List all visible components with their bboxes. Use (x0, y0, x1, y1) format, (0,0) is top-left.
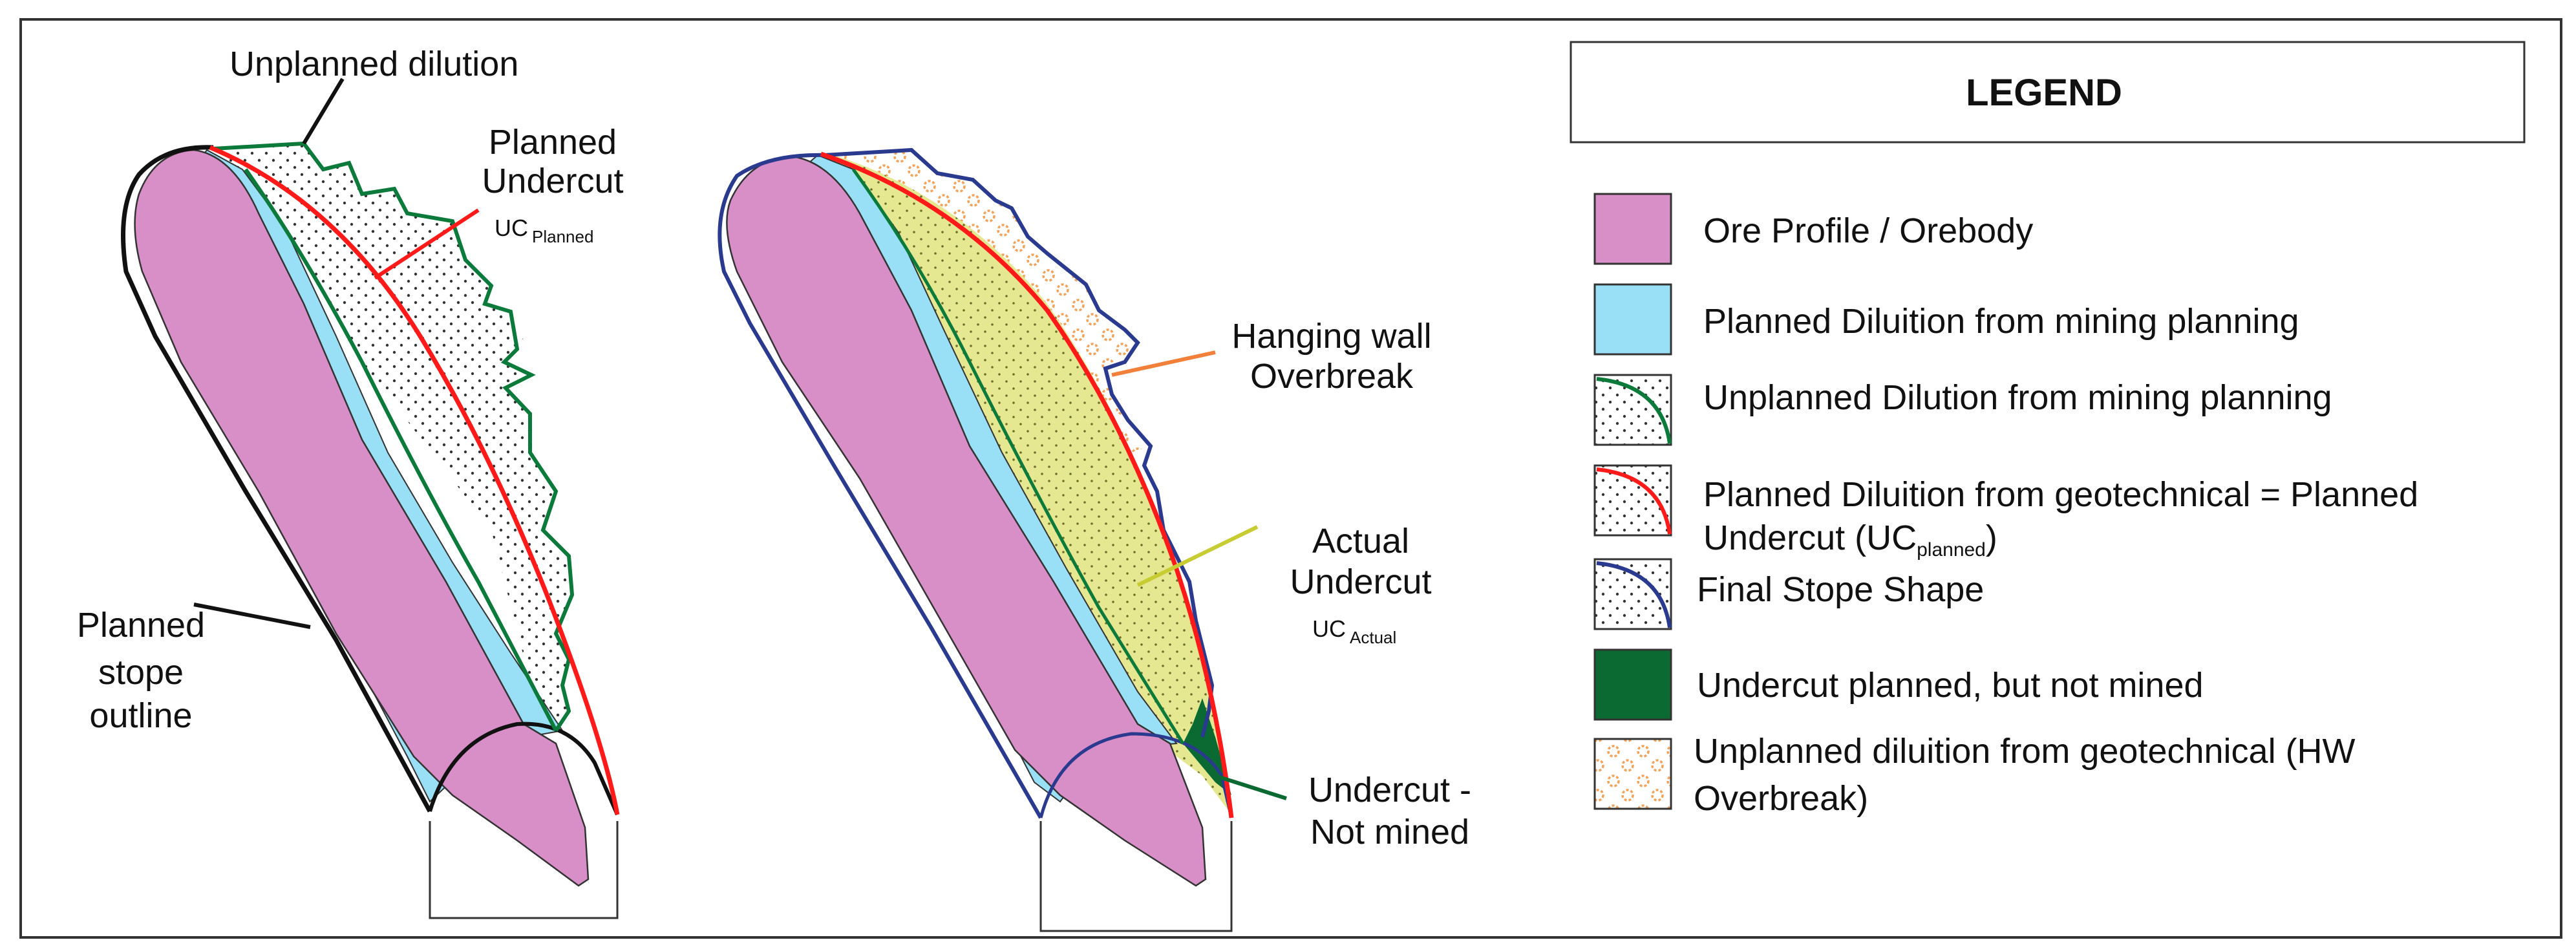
left-unplanned-boundary (213, 141, 575, 732)
left-planned-green-line (244, 168, 558, 732)
right-drive-box (1039, 821, 1233, 932)
legend: LEGEND Ore Profile / Orebody Planned Dil… (1570, 41, 2526, 818)
right-overbreak-area (824, 150, 1151, 453)
left-planned-undercut-line (209, 145, 620, 815)
label-actual-undercut-line1: Actual (1312, 522, 1409, 561)
legend-label-unplanned-dilution: Unplanned Dilution from mining planning (1703, 378, 2332, 417)
label-unplanned-dilution: Unplanned dilution (229, 45, 518, 83)
right-drive-arch (1039, 732, 1233, 818)
actual-stope-diagram: Hanging wall Overbreak Actual Undercut U… (718, 147, 1471, 932)
label-stope-outline-line3: outline (89, 696, 192, 735)
left-unplanned-area (213, 144, 572, 737)
legend-label-overbreak-line1: Unplanned diluition from geotechnical (H… (1694, 732, 2356, 771)
right-planned-green-line (851, 168, 1185, 745)
legend-title-box (1570, 41, 2526, 144)
leader-stope-outline (193, 603, 311, 629)
label-hw-overbreak-line2: Overbreak (1250, 357, 1414, 396)
legend-label-geotech-planned-line1: Planned Diluition from geotechnical = Pl… (1703, 475, 2418, 514)
legend-swatch-not-mined (1593, 648, 1672, 721)
leader-unplanned-dilution (302, 78, 345, 145)
left-stope-outline (121, 145, 432, 813)
leader-planned-undercut (374, 208, 480, 280)
legend-swatch-geotech-curve (1596, 467, 1672, 535)
label-not-mined-line1: Undercut - (1308, 771, 1471, 809)
leader-hw-overbreak (1111, 350, 1216, 377)
legend-label-not-mined: Undercut planned, but not mined (1697, 666, 2204, 705)
right-final-stope-outline (718, 147, 1215, 819)
right-planned-undercut-line (820, 151, 1234, 818)
legend-swatch-unplanned-curve (1596, 377, 1672, 444)
left-drive-arch (428, 721, 619, 816)
label-stope-outline-line2: stope (98, 653, 184, 692)
label-planned-undercut-line2: Undercut (482, 162, 623, 200)
left-drive-box (429, 821, 619, 919)
legend-swatch-overbreak (1593, 738, 1672, 810)
leader-actual-undercut (1136, 525, 1259, 587)
legend-title: LEGEND (1966, 72, 2122, 114)
leader-not-mined (1215, 774, 1287, 800)
legend-swatch-final-curve (1596, 561, 1672, 628)
figure-frame (19, 18, 2562, 939)
legend-label-final-stope: Final Stope Shape (1697, 570, 1984, 609)
label-not-mined-line2: Not mined (1310, 813, 1469, 851)
legend-swatch-ore (1593, 193, 1672, 265)
legend-label-ore: Ore Profile / Orebody (1703, 211, 2033, 250)
label-hw-overbreak-line1: Hanging wall (1231, 317, 1431, 356)
legend-label-overbreak-line2: Overbreak) (1694, 779, 1868, 818)
legend-label-geotech-planned-line2: Undercut (UCplanned) (1703, 518, 1997, 561)
legend-swatch-planned-dilution (1593, 283, 1672, 356)
label-stope-outline-line1: Planned (77, 606, 205, 645)
legend-label-planned-dilution: Planned Diluition from mining planning (1703, 302, 2299, 341)
label-planned-undercut-line1: Planned (489, 123, 617, 162)
label-actual-undercut-line2: Undercut (1290, 562, 1431, 601)
